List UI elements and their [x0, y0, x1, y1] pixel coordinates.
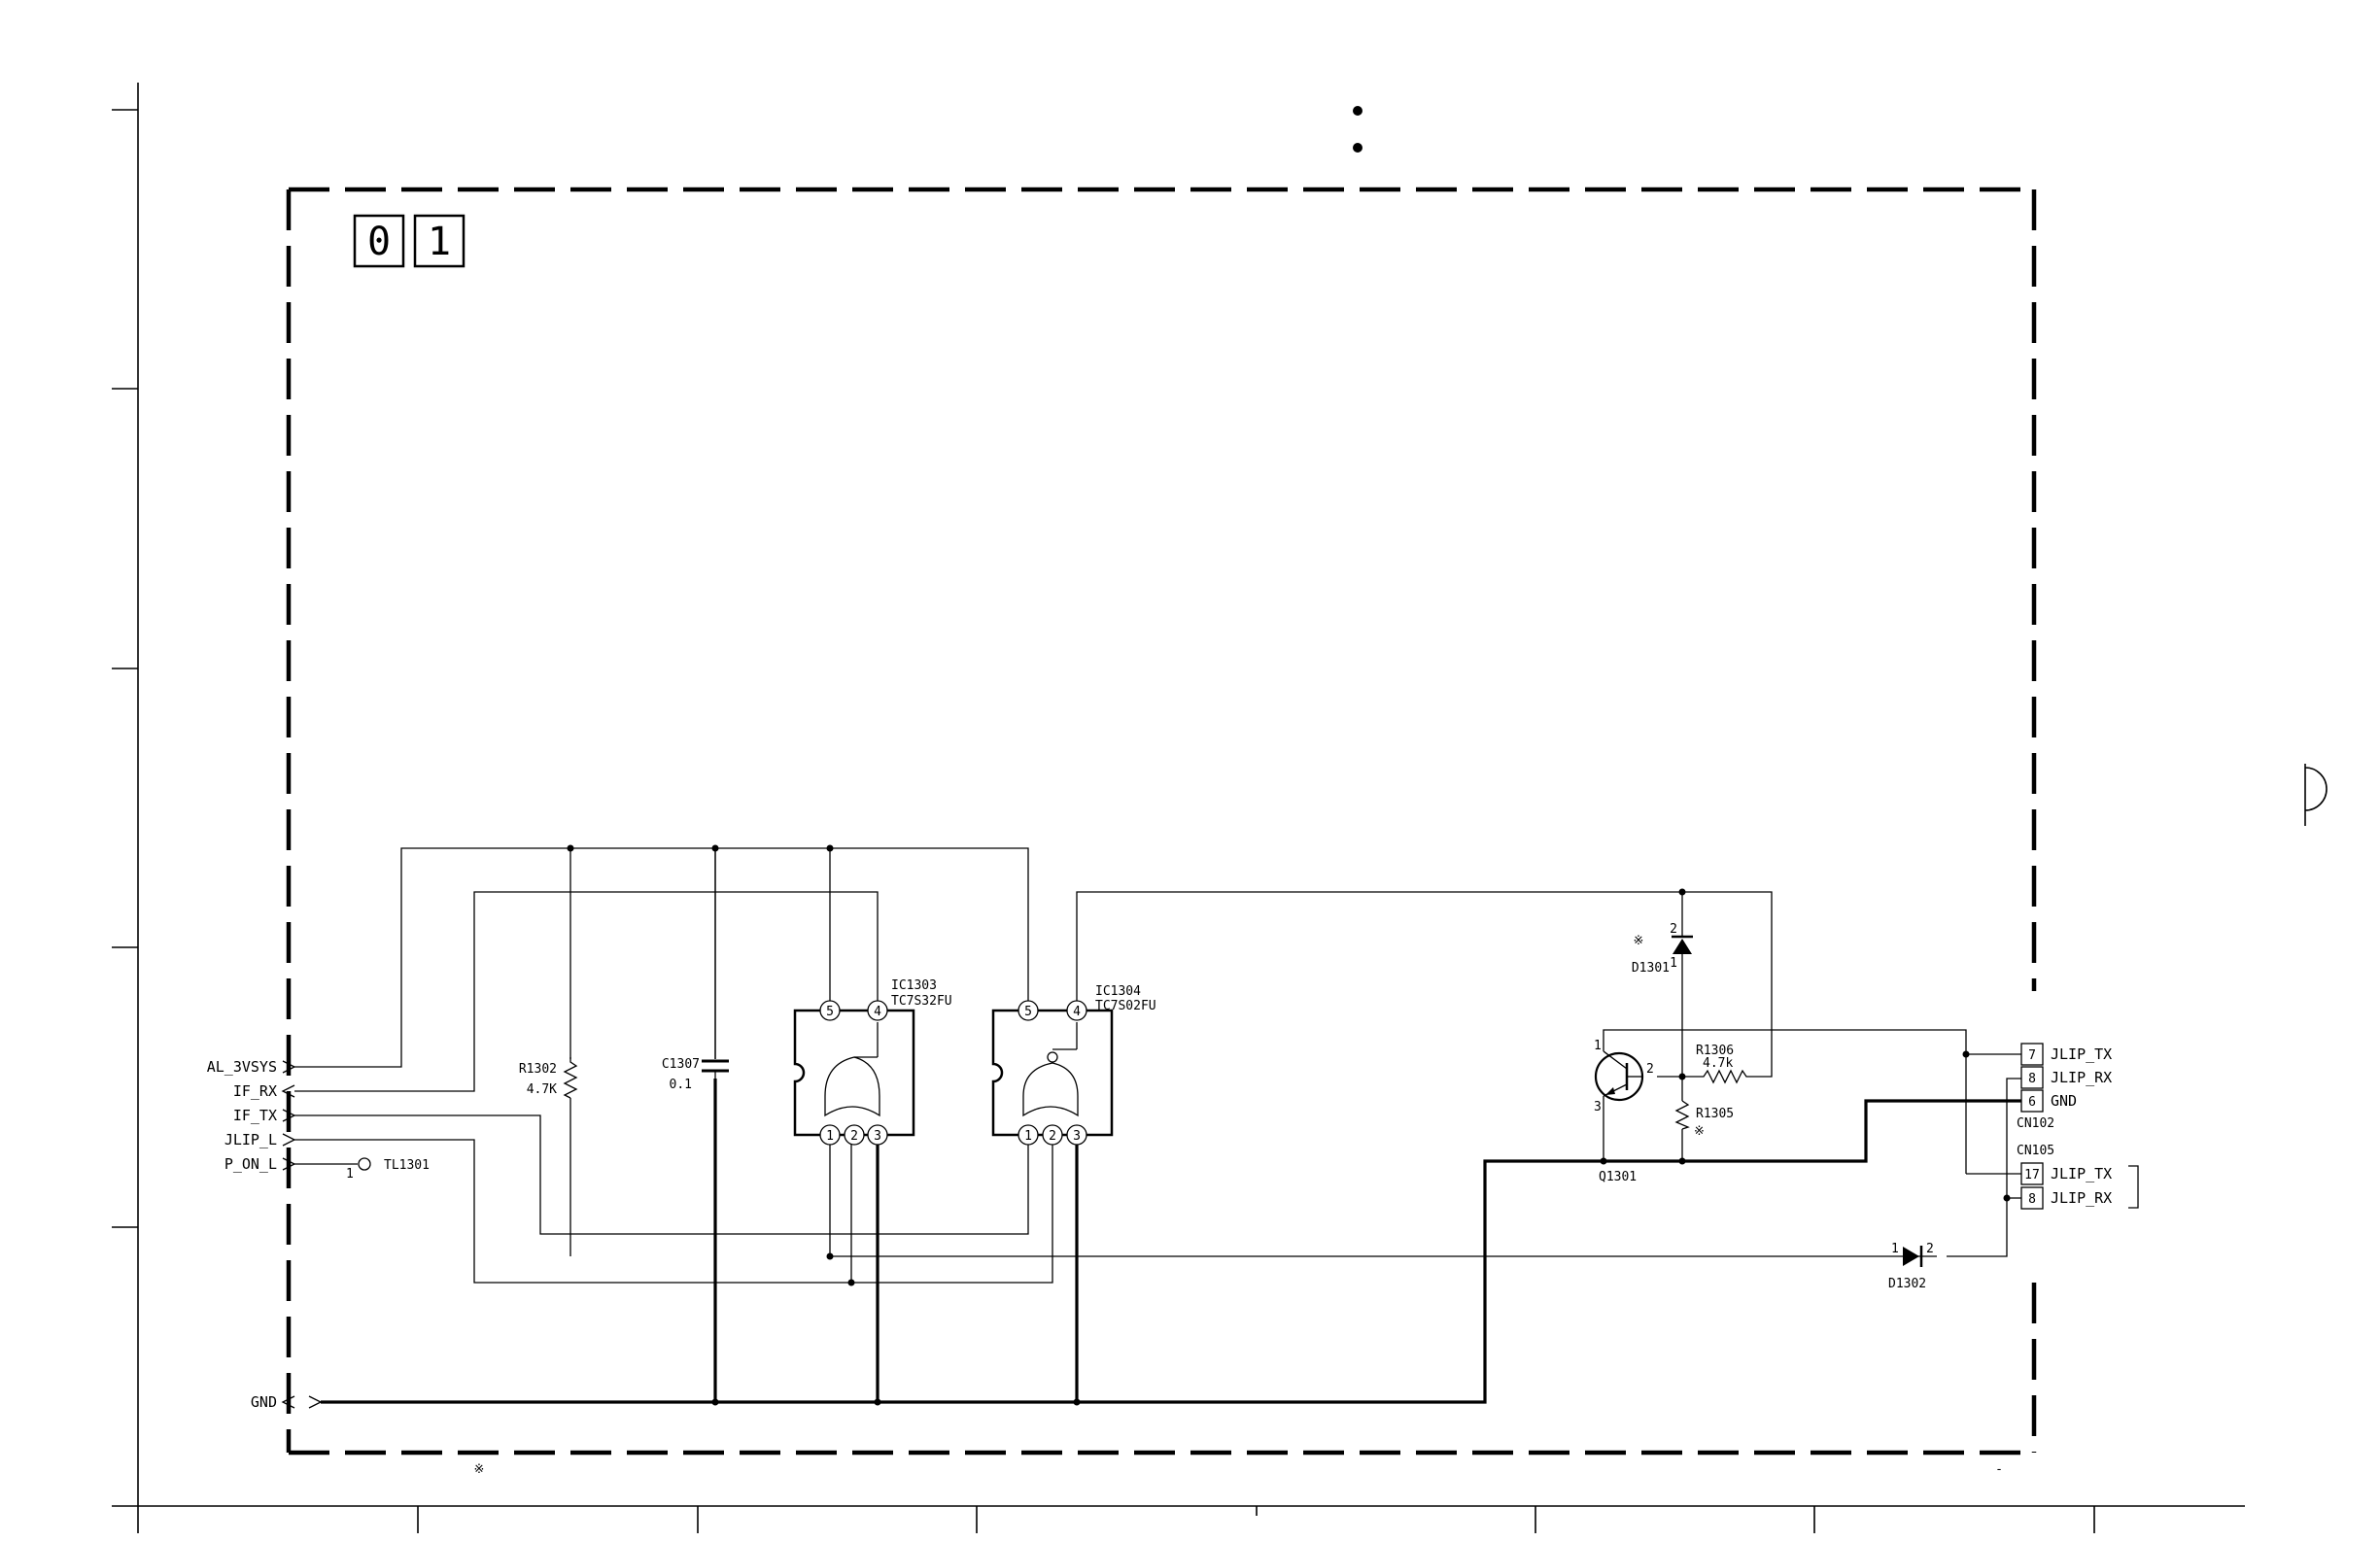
ic1303-part: TC7S32FU	[891, 994, 952, 1009]
port-jlip-l-label: JLIP_L	[224, 1131, 277, 1148]
ic1303-ref: IC1303	[891, 978, 937, 993]
ic1303-pin-4: 4	[874, 1005, 881, 1019]
ic1303-pin-2: 2	[850, 1129, 858, 1144]
ic1304-pin-2: 2	[1049, 1129, 1056, 1144]
port-if-rx-label: IF_RX	[233, 1082, 277, 1100]
r1306-value: 4.7k	[1703, 1056, 1733, 1071]
wires	[294, 848, 2021, 1402]
cn105-pin-17: 17	[2024, 1168, 2040, 1182]
cn105-jlip-tx-label: JLIP_TX	[2051, 1165, 2112, 1182]
port-gnd-label: GND	[251, 1393, 277, 1411]
ic-ic1303: 5 4 1 2 3 IC1303 TC7S32FU	[795, 978, 952, 1145]
ic1304-pin-4: 4	[1073, 1005, 1081, 1019]
ic1304-pin-5: 5	[1024, 1005, 1032, 1019]
junctions	[568, 845, 2011, 1406]
ic-ic1304: 5 4 1 2 3 IC1304 TC7S02FU	[993, 984, 1156, 1145]
resistor-r1302: R1302 4.7K	[519, 1057, 576, 1098]
d1302-ref: D1302	[1888, 1277, 1926, 1291]
board-outline	[289, 189, 2034, 1453]
cn102-ref: CN102	[2017, 1116, 2054, 1131]
test-point-tl1301: 1 TL1301	[346, 1158, 430, 1182]
board-tag-digit-1: 0	[367, 220, 391, 264]
d1301-ref: D1301	[1632, 961, 1670, 976]
d1301-pin-2: 2	[1670, 922, 1677, 937]
d1302-pin-2: 2	[1926, 1242, 1934, 1256]
board-tag-digit-2: 1	[428, 220, 451, 264]
cn105-ref: CN105	[2017, 1144, 2054, 1158]
diode-d1302: 1 2 D1302	[1888, 1242, 1934, 1291]
cn102-gnd-label: GND	[2051, 1092, 2077, 1110]
cn102-pin-8: 8	[2028, 1072, 2036, 1086]
ic1303-pin-5: 5	[826, 1005, 834, 1019]
ic1304-pin-1: 1	[1024, 1129, 1032, 1144]
r1302-ref: R1302	[519, 1062, 557, 1077]
page-dot-bottom	[1353, 143, 1362, 153]
port-al-3vsys-label: AL_3VSYS	[207, 1058, 277, 1076]
resistor-r1305: R1305 ※	[1676, 1101, 1734, 1139]
d1302-pin-1: 1	[1891, 1242, 1899, 1256]
cn102-jlip-rx-label: JLIP_RX	[2051, 1069, 2112, 1086]
page-dot-top	[1353, 106, 1362, 116]
ic1304-part: TC7S02FU	[1095, 999, 1156, 1013]
diode-d1301: 2 1 ※ D1301	[1632, 922, 1693, 976]
r1305-note: ※	[1694, 1124, 1705, 1139]
cn102-pin-7: 7	[2028, 1048, 2036, 1063]
q1301-pin-3: 3	[1594, 1100, 1602, 1114]
port-if-tx-label: IF_TX	[233, 1107, 277, 1124]
capacitor-c1307: C1307 0.1	[662, 1057, 729, 1092]
left-ports: AL_3VSYS IF_RX IF_TX JLIP_L P_ON_L GND	[207, 1058, 321, 1411]
sheet-frame	[112, 83, 2327, 1533]
footnote-mark: ※	[474, 1462, 485, 1477]
port-p-on-l-label: P_ON_L	[224, 1155, 277, 1173]
c1307-value: 0.1	[670, 1078, 692, 1092]
ic1304-pin-3: 3	[1073, 1129, 1081, 1144]
tl1301-pin: 1	[346, 1167, 354, 1182]
cn102-pin-6: 6	[2028, 1095, 2036, 1110]
connector-cn105: 17 8 JLIP_TX JLIP_RX CN105	[2017, 1144, 2138, 1209]
resistor-r1306: R1306 4.7k	[1696, 1044, 1749, 1082]
cn105-jlip-rx-label: JLIP_RX	[2051, 1189, 2112, 1207]
connector-cn102: 7 8 6 JLIP_TX JLIP_RX GND CN102	[2017, 1044, 2112, 1131]
binding-mark	[2305, 764, 2327, 826]
cn102-jlip-tx-label: JLIP_TX	[2051, 1045, 2112, 1063]
ic1303-pin-3: 3	[874, 1129, 881, 1144]
ic1304-ref: IC1304	[1095, 984, 1141, 999]
r1302-value: 4.7K	[527, 1082, 557, 1097]
q1301-ref: Q1301	[1599, 1170, 1637, 1184]
cn105-pin-8: 8	[2028, 1192, 2036, 1207]
r1305-ref: R1305	[1696, 1107, 1734, 1121]
board-tag: 0 1	[355, 216, 464, 266]
d1301-pin-1: 1	[1670, 956, 1677, 971]
q1301-pin-1: 1	[1594, 1039, 1602, 1053]
ic1303-pin-1: 1	[826, 1129, 834, 1144]
corner-mark: -	[1995, 1462, 2003, 1477]
d1301-note: ※	[1634, 934, 1644, 948]
c1307-ref: C1307	[662, 1057, 700, 1072]
q1301-pin-2: 2	[1646, 1062, 1654, 1077]
tl1301-label: TL1301	[384, 1158, 430, 1173]
